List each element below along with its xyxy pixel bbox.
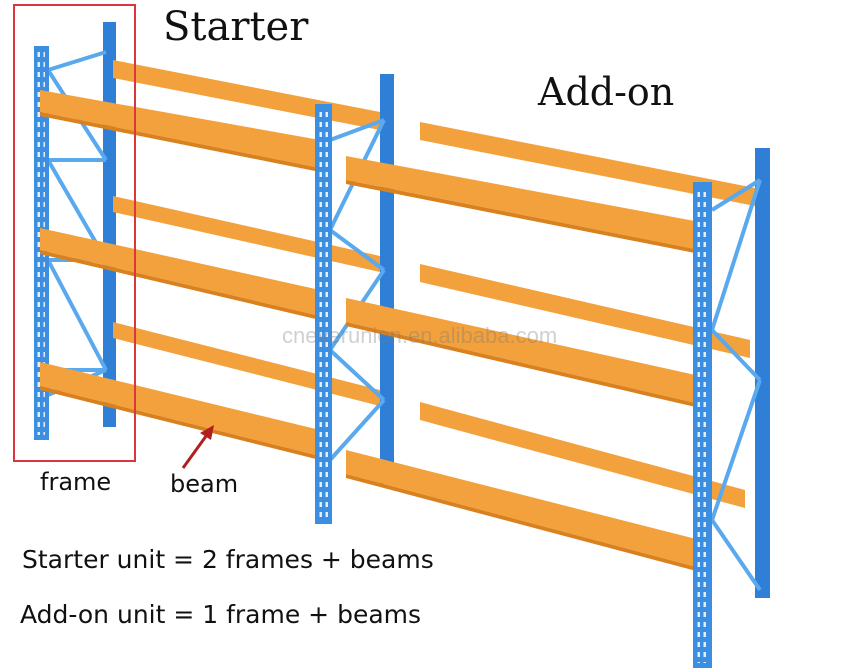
beam <box>40 362 320 456</box>
addon-title: Add-on <box>538 70 675 114</box>
beam <box>113 196 380 272</box>
frame-label: frame <box>40 468 112 496</box>
addon-unit-note: Add-on unit = 1 frame + beams <box>20 600 422 629</box>
upright-holes <box>697 188 707 663</box>
beam <box>113 60 380 130</box>
starter-beams <box>40 60 380 460</box>
beam <box>346 156 700 250</box>
beam <box>346 450 700 568</box>
upright-back <box>380 74 394 484</box>
beam <box>40 228 320 316</box>
frame-2-bracing <box>328 118 386 462</box>
starter-title: Starter <box>163 4 309 50</box>
frame-3 <box>693 148 770 668</box>
beam <box>420 122 755 206</box>
beam <box>420 264 750 358</box>
upright-holes <box>319 110 328 518</box>
frame-highlight-box <box>13 4 136 462</box>
beam <box>346 180 700 254</box>
beam <box>346 474 700 572</box>
beam <box>346 298 700 404</box>
beam-label: beam <box>170 470 239 498</box>
starter-unit-note: Starter unit = 2 frames + beams <box>22 545 434 574</box>
upright-back <box>755 148 770 598</box>
beam <box>40 90 320 168</box>
frame-3-bracing <box>710 178 762 592</box>
watermark: cneverunion.en.alibaba.com <box>282 323 558 348</box>
beam <box>40 250 320 320</box>
beam <box>40 386 320 460</box>
beam <box>420 402 745 508</box>
beam <box>346 322 700 408</box>
beam-arrow <box>181 425 214 469</box>
beam <box>113 322 380 406</box>
addon-beams <box>346 122 755 572</box>
beam <box>40 112 320 172</box>
